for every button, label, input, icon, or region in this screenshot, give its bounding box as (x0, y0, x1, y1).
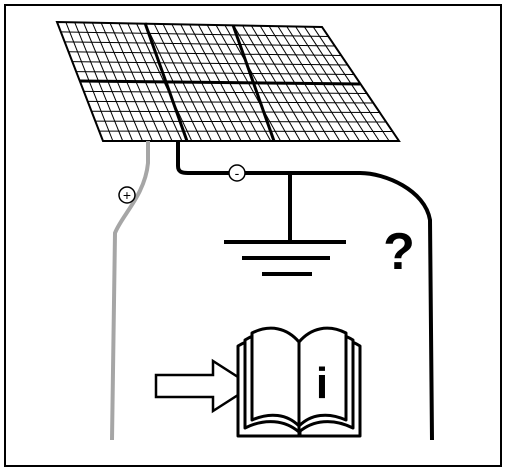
panel-cell-line (60, 31, 329, 37)
panel-cell-line (95, 120, 387, 123)
manual-book-icon: i (236, 326, 362, 438)
negative-wire (176, 141, 434, 441)
panel-cell-line (76, 71, 355, 75)
negative-symbol: - (235, 165, 240, 181)
panel-cell-line (72, 61, 348, 66)
panel-cell-line (64, 41, 335, 47)
solar-panel-icon (55, 20, 401, 142)
ground-symbol-icon (224, 173, 346, 276)
positive-wire (110, 141, 150, 441)
panel-cell-line (83, 90, 367, 94)
arrow-right-icon (154, 358, 255, 414)
question-mark: ? (383, 223, 415, 281)
manual-info-letter: i (316, 359, 328, 408)
negative-terminal-icon: - (228, 164, 246, 182)
panel-cell-line (91, 110, 380, 113)
panel-cell-line (68, 51, 342, 56)
positive-symbol: + (123, 187, 131, 203)
positive-terminal-icon: + (118, 186, 136, 204)
panel-cell-line (87, 100, 374, 104)
